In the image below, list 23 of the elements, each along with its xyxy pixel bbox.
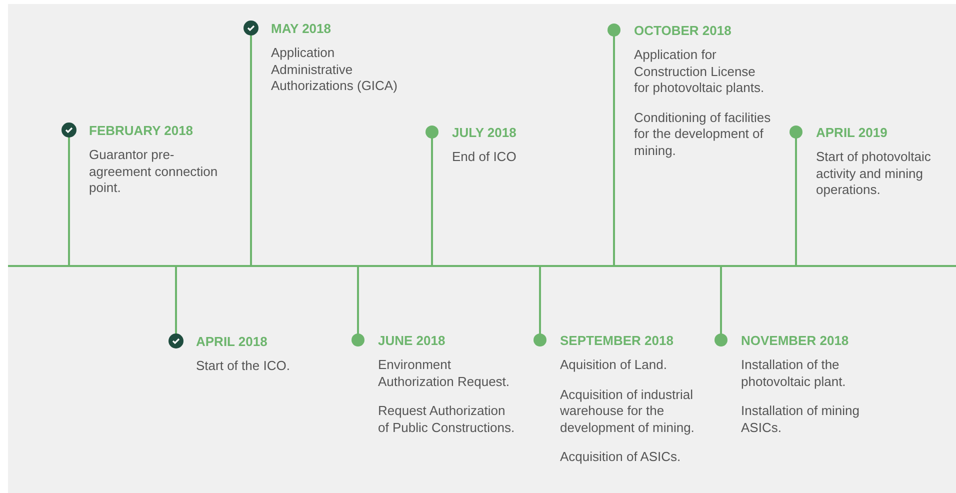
milestone-description: Application for Construction License for photovoltaic plants. [634, 47, 766, 96]
milestone-date: MAY 2018 [271, 21, 331, 37]
milestone-date: OCTOBER 2018 [634, 23, 732, 39]
milestone-description: Conditioning of facilities for the development of mining. [634, 110, 772, 159]
milestone-description: Aquisition of Land. [560, 357, 667, 374]
milestone-description: Start of photovoltaic activity and mining operations. [816, 149, 932, 198]
milestone-description: Start of the ICO. [196, 358, 290, 374]
milestone-description: Environment Authorization Request. [378, 357, 511, 390]
milestone-description: Guarantor pre-agreement connection point. [89, 147, 219, 196]
milestone-date: APRIL 2018 [196, 334, 268, 350]
milestone-date: NOVEMBER 2018 [741, 333, 849, 349]
milestone-date: JULY 2018 [452, 125, 516, 141]
milestone-description: End of ICO [452, 149, 516, 166]
milestone-date: FEBRUARY 2018 [89, 123, 194, 139]
milestone-description: Acquisition of ASICs. [560, 449, 681, 466]
milestone-date: SEPTEMBER 2018 [560, 333, 674, 349]
milestone-description: Installation of the photovoltaic plant. [741, 357, 847, 390]
milestone-date: JUNE 2018 [378, 333, 446, 349]
milestone-description: Installation of mining ASICs. [741, 403, 861, 436]
milestone-description: Acquisition of industrial warehouse for the development of mining. [560, 386, 696, 436]
milestone-description: Request Authorization of Public Constructions. [378, 403, 516, 436]
milestone-description: Application Administrative Authorizations (GICA) [271, 45, 398, 94]
milestone-date: APRIL 2019 [816, 125, 888, 141]
